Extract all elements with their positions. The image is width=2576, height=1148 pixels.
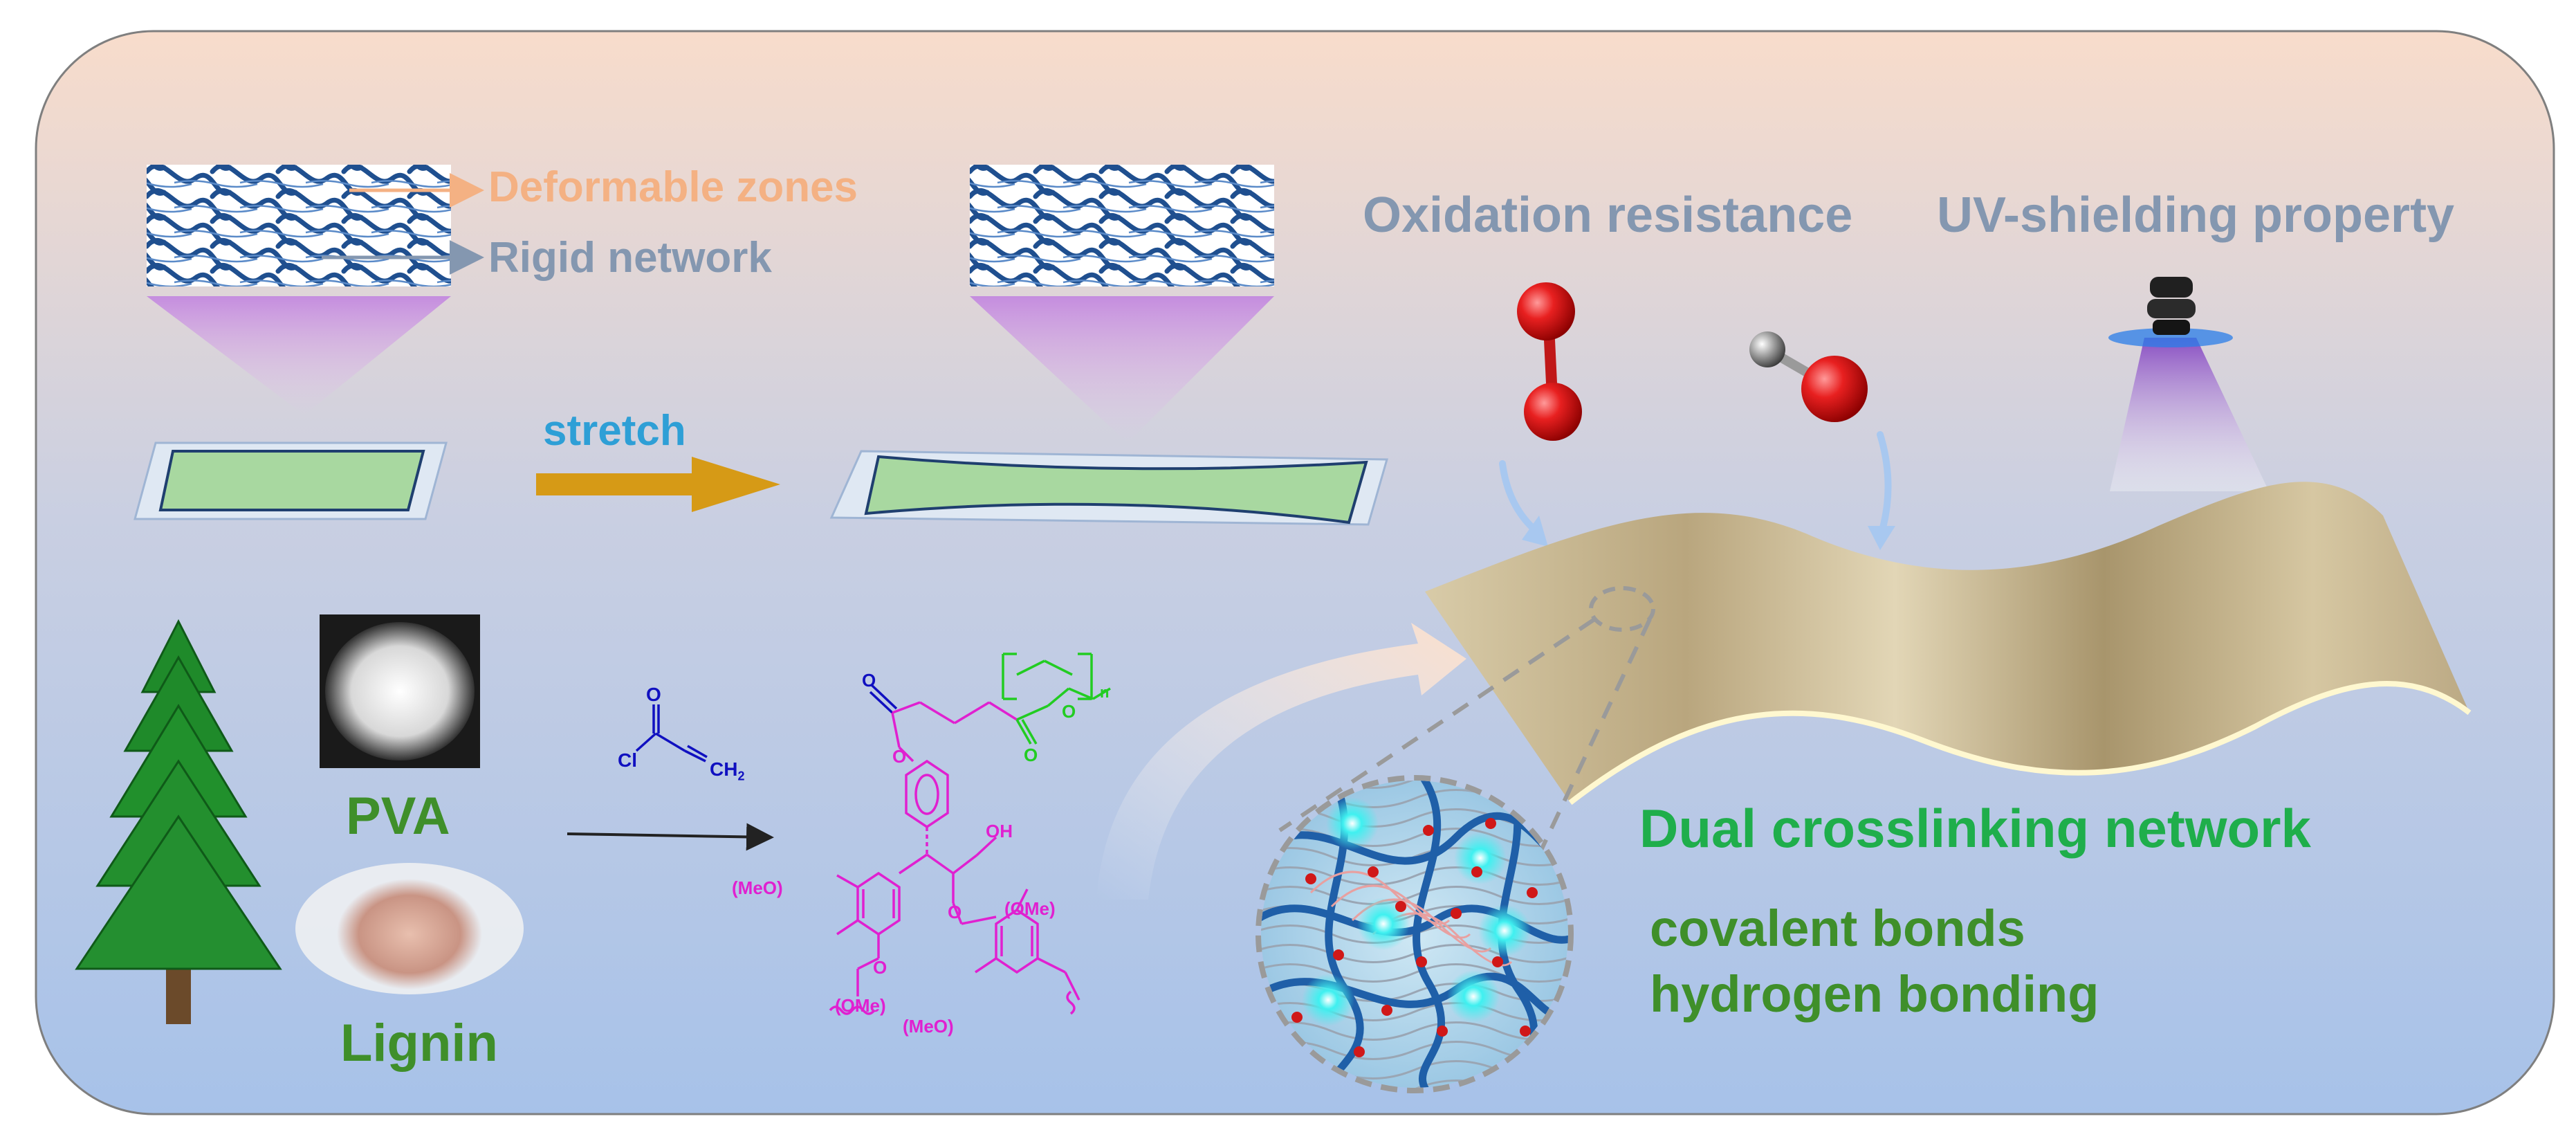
film-stretched (829, 450, 1388, 526)
ring-oxygen-mid: O (948, 902, 962, 922)
lignin-powder-image (295, 863, 524, 994)
zoom-line-left (1278, 617, 1596, 832)
dual-crosslinking-title: Dual crosslinking network (1639, 798, 2311, 859)
methoxy-bottom: (OMe) (835, 995, 886, 1016)
hydroxyl-label: OH (986, 821, 1013, 841)
film-unstretched (134, 441, 448, 520)
methoxy-left: (MeO) (732, 877, 783, 898)
covalent-bonds-label: covalent bonds (1650, 900, 2025, 957)
stretch-label: stretch (543, 407, 686, 455)
background-panel (35, 30, 2555, 1115)
oxidation-arrowhead-left (1522, 516, 1548, 547)
magnifier-cone-left (147, 296, 451, 415)
zoom-line-right (1537, 618, 1652, 856)
rigid-network-label: Rigid network (488, 234, 772, 282)
stretch-arrow (536, 457, 780, 512)
ring-oxygen-left: O (873, 957, 887, 978)
pva-powder-image (320, 614, 480, 768)
oxygen-molecule-icon (1517, 282, 1582, 441)
oxidation-arrow-left (1499, 460, 1538, 533)
swoosh-arrow (1096, 623, 1466, 900)
tree-icon (75, 619, 282, 1024)
uv-lamp-icon (2108, 277, 2269, 491)
methoxy-right-bottom: (MeO) (903, 1016, 954, 1037)
ester-oxygen-bridge: O (892, 746, 907, 767)
magnifier-cone-right (970, 296, 1274, 443)
rigid-network-panel-stretched (970, 165, 1274, 286)
hydroxyl-radical-icon (1749, 331, 1868, 422)
acryl-ch2: CH2 (710, 758, 745, 783)
reaction-arrow (567, 823, 774, 851)
composite-film-sheet (1425, 482, 2472, 805)
pva-oxygen-a: O (1024, 745, 1038, 765)
pva-repeat-n: n (1100, 684, 1110, 701)
oxidation-arrow-right (1877, 431, 1892, 536)
methoxy-right: (OMe) (1004, 898, 1056, 919)
acryloyl-chloride-structure (635, 704, 708, 763)
ester-oxygen-top: O (862, 670, 876, 691)
zoom-origin-circle (1589, 586, 1655, 632)
lignin-label: Lignin (340, 1014, 498, 1073)
acryl-chlorine: Cl (618, 749, 637, 771)
acryl-oxygen: O (646, 684, 661, 705)
lignin-ester-structure (829, 653, 1111, 1015)
oxidation-arrowhead-right (1868, 526, 1895, 550)
uv-shielding-label: UV-shielding property (1937, 188, 2455, 243)
oxidation-resistance-label: Oxidation resistance (1363, 188, 1853, 243)
pva-label: PVA (346, 787, 450, 846)
pva-oxygen-b: O (1062, 701, 1076, 722)
hydrogen-bonding-label: hydrogen bonding (1650, 965, 2099, 1023)
deformable-zones-label: Deformable zones (488, 163, 858, 211)
